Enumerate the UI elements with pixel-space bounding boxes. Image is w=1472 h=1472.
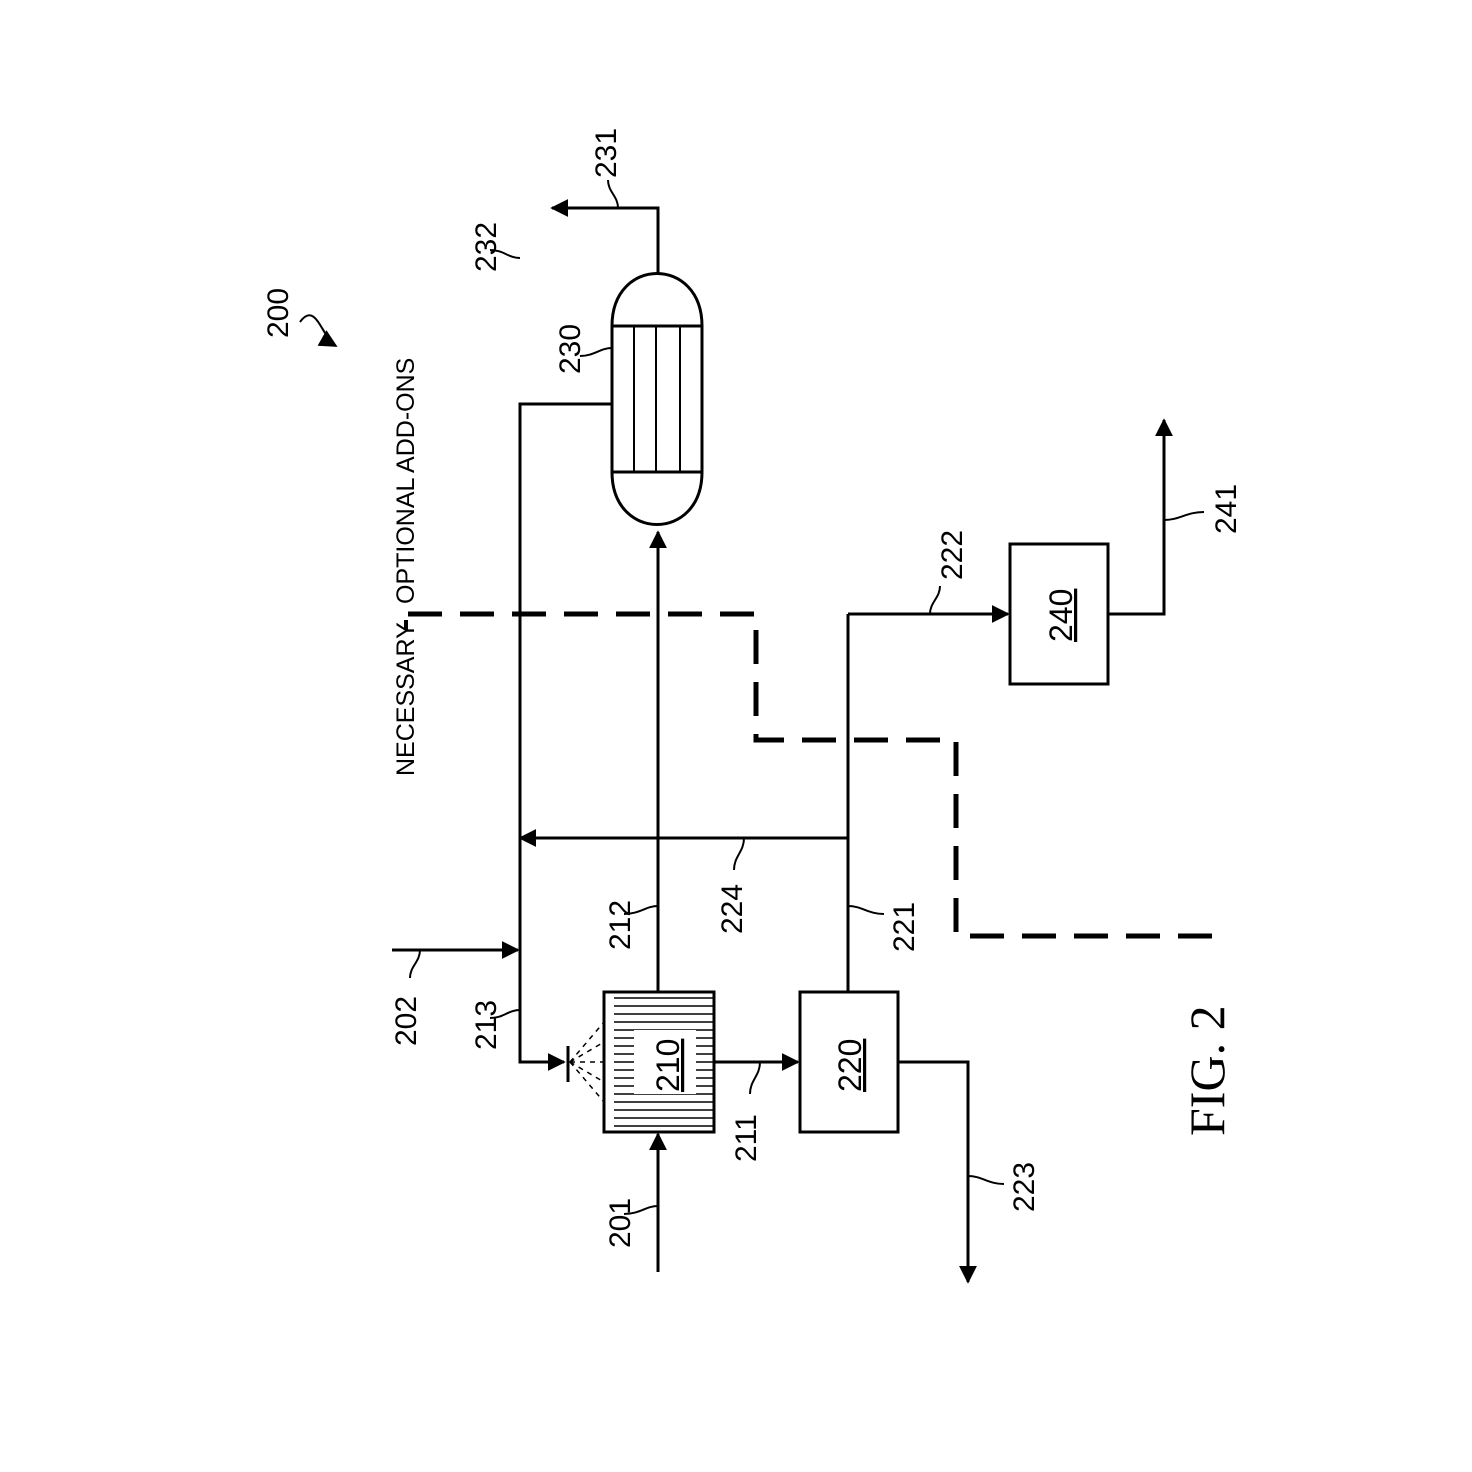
stream-221-label: 221 bbox=[888, 902, 921, 952]
leader-224 bbox=[733, 837, 745, 871]
unit-210-label: 210 bbox=[650, 1039, 686, 1092]
stream-213-label: 213 bbox=[470, 1000, 503, 1050]
stream-223-label: 223 bbox=[1008, 1162, 1041, 1212]
stream-202-label: 202 bbox=[390, 996, 423, 1046]
unit-220: 220 bbox=[798, 990, 900, 1134]
figure-caption: FIG. 2 bbox=[1179, 1005, 1235, 1136]
necessary-zone-label: NECESSARY bbox=[392, 622, 420, 776]
stream-231-label: 231 bbox=[590, 128, 623, 178]
stream-223-line bbox=[898, 1060, 977, 1284]
unit-230-bottom-head bbox=[610, 470, 704, 526]
unit-240-label: 240 bbox=[1043, 589, 1079, 642]
leader-222 bbox=[929, 585, 941, 615]
leader-232 bbox=[489, 249, 521, 259]
figure-number: 200 bbox=[262, 288, 295, 338]
unit-230-top-head bbox=[610, 272, 704, 328]
stream-241-line bbox=[1108, 418, 1173, 616]
zone-boundary-dashed bbox=[408, 611, 1212, 939]
unit-230-label: 230 bbox=[554, 324, 587, 374]
leader-211 bbox=[749, 1061, 761, 1095]
leader-223 bbox=[967, 1175, 1005, 1185]
unit-230 bbox=[610, 272, 704, 526]
stream-212-label: 212 bbox=[604, 900, 637, 950]
leader-221 bbox=[847, 905, 885, 915]
unit-220-label: 220 bbox=[832, 1039, 868, 1092]
leader-212 bbox=[623, 905, 659, 915]
stream-232-213-line bbox=[518, 402, 612, 1071]
unit-240: 240 bbox=[1008, 542, 1110, 686]
stream-232-label: 232 bbox=[470, 222, 503, 272]
stream-241-label: 241 bbox=[1210, 484, 1243, 534]
leader-230 bbox=[579, 347, 613, 357]
leader-241 bbox=[1163, 511, 1205, 521]
stream-211-label: 211 bbox=[730, 1114, 763, 1162]
leader-202 bbox=[409, 949, 421, 979]
optional-zone-label: OPTIONAL ADD-ONS bbox=[392, 358, 420, 604]
leader-201 bbox=[623, 1205, 659, 1215]
spray-nozzle-icon bbox=[566, 1021, 605, 1103]
stream-201-label: 201 bbox=[604, 1198, 637, 1248]
leader-213 bbox=[489, 1009, 521, 1019]
stream-222-label: 222 bbox=[936, 530, 969, 580]
unit-210: 210 bbox=[602, 990, 716, 1134]
stream-224-label: 224 bbox=[716, 884, 749, 934]
leader-231 bbox=[607, 179, 619, 209]
figure-number-arrow bbox=[299, 314, 338, 347]
stream-231-line bbox=[550, 199, 660, 274]
